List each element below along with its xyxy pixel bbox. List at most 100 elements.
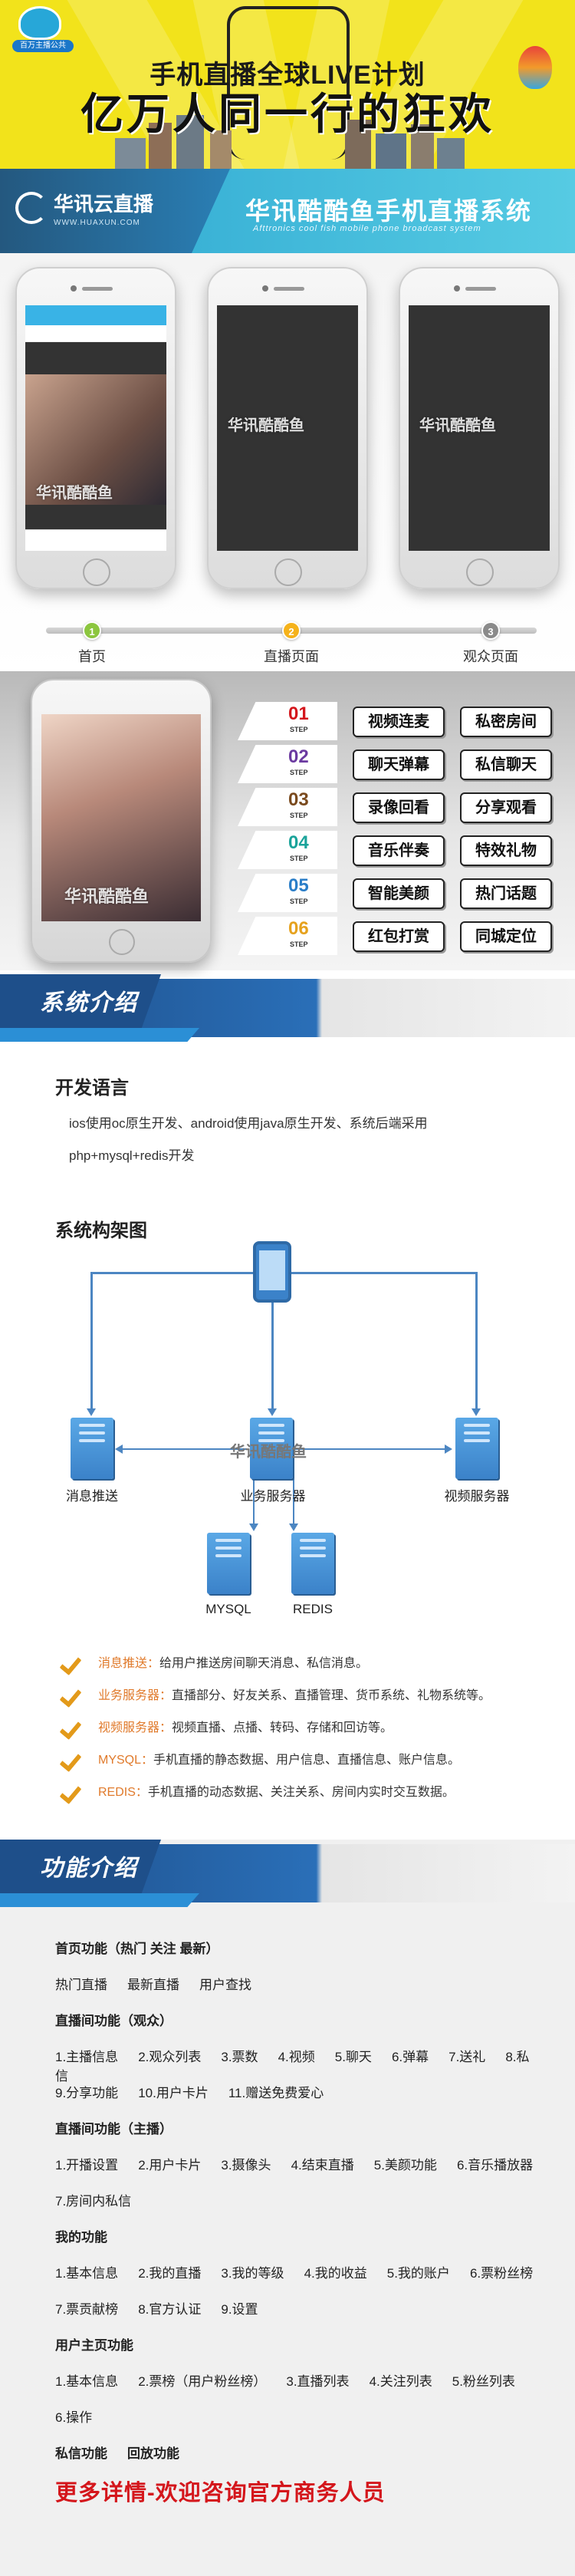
function-item: 5.美颜功能 [373, 2158, 437, 2172]
system-intro: 开发语言 ios使用oc原生开发、android使用java原生开发、系统后端采… [0, 1042, 575, 1840]
feature-box-left: 视频连麦 [353, 707, 445, 737]
function-item: 5.粉丝列表 [452, 2374, 515, 2389]
watermark: 华讯酷酷鱼 [36, 485, 113, 502]
step-label: STEP [290, 769, 308, 776]
component-list: 消息推送：给用户推送房间聊天消息、私信消息。 业务服务器：直播部分、好友关系、直… [57, 1654, 563, 1815]
function-item: 1.主播信息 [55, 2050, 119, 2064]
phone-audience: 华讯酷酷鱼 [399, 267, 560, 589]
watermark: 华讯酷酷鱼 [64, 887, 150, 906]
feature-phone-screen: 华讯酷酷鱼 [41, 714, 201, 921]
function-items: 7.房间内私信 [55, 2190, 561, 2209]
function-item: 3.我的等级 [221, 2266, 284, 2281]
brand-title: 华讯酷酷鱼手机直播系统 [245, 197, 533, 225]
function-item: 3.票数 [221, 2050, 258, 2064]
live-screen: 华讯酷酷鱼 [217, 305, 358, 551]
redis-server-icon [291, 1533, 334, 1594]
function-item: 6.票粉丝榜 [469, 2266, 534, 2281]
home-button-icon [466, 558, 494, 586]
function-items: 6.操作 [55, 2406, 561, 2426]
mobile-phone-icon [253, 1241, 291, 1303]
function-item: 9.分享功能 [55, 2086, 119, 2100]
checkmark-icon [60, 1718, 81, 1737]
checkmark-icon [60, 1783, 81, 1801]
feature-box-left: 聊天弹幕 [353, 749, 445, 780]
function-item: 4.结束直播 [291, 2158, 354, 2172]
function-item: 回放功能 [127, 2446, 179, 2461]
function-item: 用户主页功能 [55, 2338, 133, 2353]
step-labels: 首页 直播页面 观众页面 [0, 646, 575, 664]
hero-banner: 百万主播公共 手机直播全球LIVE计划 亿万人同一行的狂欢 [0, 0, 575, 169]
hero-title-line1: 手机直播全球LIVE计划 [150, 61, 426, 90]
function-item: 用户查找 [199, 1978, 251, 1992]
section-header-system: 系统介绍 [0, 974, 575, 1042]
list-item: MYSQL：手机直播的静态数据、用户信息、直播信息、账户信息。 [57, 1751, 563, 1783]
push-server-icon [71, 1418, 113, 1479]
brand-strip: 华讯云直播 WWW.HUAXUN.COM 华讯酷酷鱼手机直播系统 Afttron… [0, 169, 575, 253]
function-item: 8.官方认证 [138, 2302, 202, 2317]
brand-logo-name: 华讯云直播 [54, 193, 154, 216]
step-progress: 1 2 3 [46, 621, 537, 640]
function-item: 2.用户卡片 [138, 2158, 202, 2172]
step-dot-3: 3 [481, 621, 500, 640]
dev-language-title: 开发语言 [55, 1078, 129, 1099]
function-item: 6.音乐播放器 [456, 2158, 534, 2172]
function-item: 3.直播列表 [286, 2374, 350, 2389]
step-number: 04 [288, 832, 309, 853]
step-number: 02 [288, 746, 309, 767]
function-item: 4.我的收益 [304, 2266, 367, 2281]
function-item: 我的功能 [55, 2230, 107, 2245]
function-group-title: 直播间功能（观众） [55, 2010, 561, 2029]
node-label-business: 业务服务器 [240, 1489, 306, 1504]
function-item: 11.赠送免费爱心 [228, 2086, 324, 2100]
function-item: 最新直播 [127, 1978, 179, 1992]
checkmark-icon [60, 1751, 81, 1769]
function-item: 6.弹幕 [391, 2050, 429, 2064]
architecture-watermark: 华讯酷酷鱼 [230, 1444, 307, 1461]
function-items: 热门直播 最新直播 用户查找 [55, 1974, 561, 1993]
feature-box-left: 音乐伴奏 [353, 835, 445, 866]
step-dot-2: 2 [282, 621, 301, 640]
function-item: 2.我的直播 [138, 2266, 202, 2281]
list-item: 业务服务器：直播部分、好友关系、直播管理、货币系统、礼物系统等。 [57, 1686, 563, 1718]
feature-box-left: 智能美颜 [353, 878, 445, 909]
phone-outline-icon [227, 6, 350, 160]
function-item: 5.我的账户 [386, 2266, 450, 2281]
home-button-icon [274, 558, 302, 586]
hero-logo: 百万主播公共 [8, 6, 77, 52]
section-title-function: 功能介绍 [40, 1856, 138, 1881]
function-item: 7.房间内私信 [55, 2194, 132, 2209]
step-label: STEP [290, 940, 308, 948]
function-item: 7.票贡献榜 [55, 2302, 119, 2317]
function-item: 1.基本信息 [55, 2266, 119, 2281]
function-group-title: 直播间功能（主播） [55, 2118, 561, 2137]
brand-logo: 华讯云直播 WWW.HUAXUN.COM [15, 189, 153, 227]
function-item: 7.送礼 [449, 2050, 486, 2064]
function-items: 1.基本信息 2.我的直播 3.我的等级 4.我的收益 5.我的账户 6.票粉丝榜 [55, 2262, 561, 2281]
step-label: STEP [290, 855, 308, 862]
hot-air-balloon-icon [518, 46, 552, 89]
phone-screens-row: 华讯酷酷鱼 华讯酷酷鱼 华讯酷酷鱼 1 2 3 首页 [0, 253, 575, 671]
cloud-logo-icon [15, 192, 48, 224]
function-item: 8.私信 [55, 2050, 530, 2084]
step-label-home: 首页 [78, 649, 106, 664]
feature-box-right: 特效礼物 [460, 835, 552, 866]
function-group-title: 首页功能（热门 关注 最新） [55, 1938, 561, 1957]
function-item: 热门直播 [55, 1978, 107, 1992]
architecture-title: 系统构架图 [55, 1220, 147, 1241]
audience-screen: 华讯酷酷鱼 [409, 305, 550, 551]
node-label-push: 消息推送 [66, 1489, 118, 1504]
function-item: 直播间功能（主播） [55, 2122, 172, 2136]
watermark: 华讯酷酷鱼 [228, 417, 304, 434]
function-item: 10.用户卡片 [138, 2086, 209, 2100]
function-item: 首页功能（热门 关注 最新） [55, 1942, 219, 1956]
function-group-title: 私信功能回放功能 [55, 2443, 561, 2462]
